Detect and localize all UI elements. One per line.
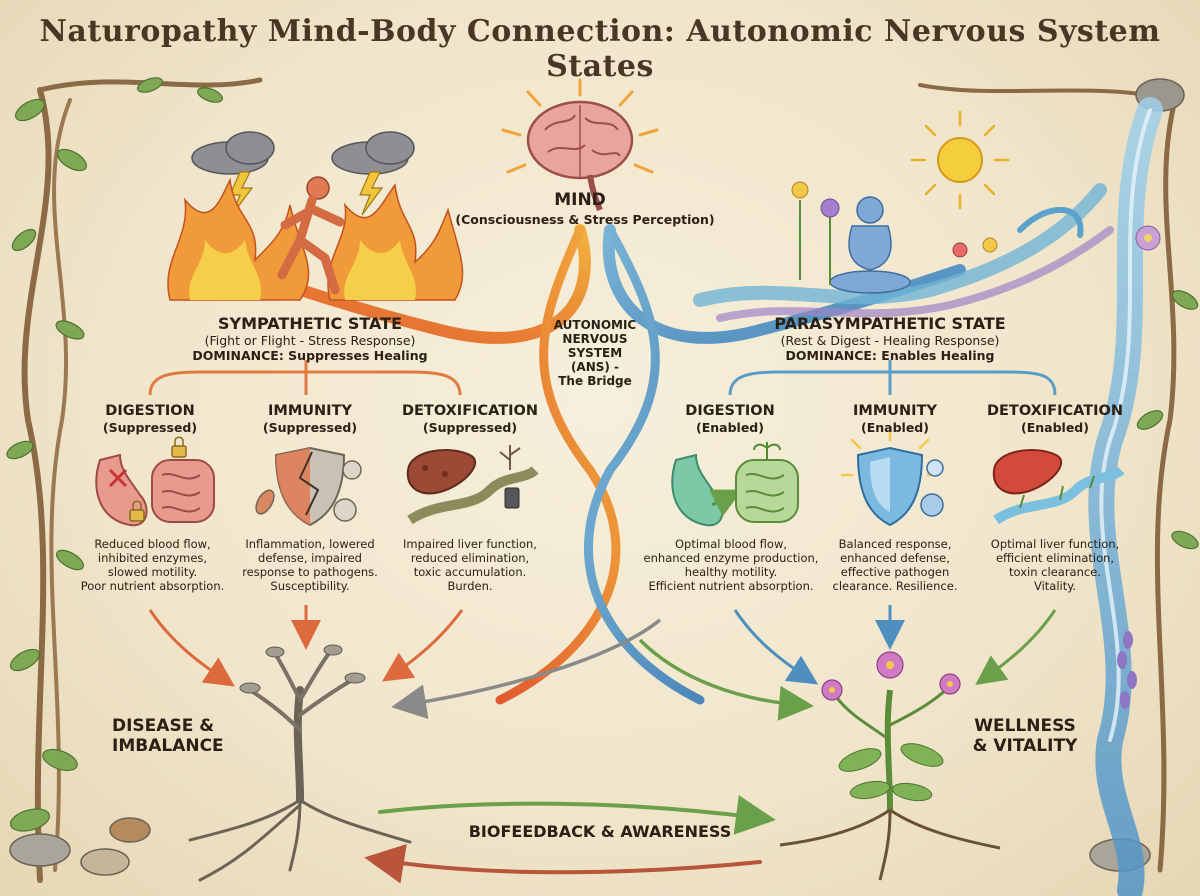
parasympathetic-dominance: DOMINANCE: Enables Healing: [785, 348, 995, 363]
leaf-icon: [6, 77, 1199, 832]
healthy-stomach-icon: [671, 453, 743, 527]
waterfall-icon: [1088, 97, 1163, 896]
glowing-shield-icon: [840, 428, 940, 527]
sympathetic-state-subtitle: (Fight or Flight - Stress Response): [204, 333, 416, 348]
neutralized-pathogen-icon: [920, 459, 944, 517]
ans-bridge-label: AUTONOMIC NERVOUS SYSTEM (ANS) - The Bri…: [553, 318, 637, 388]
fire-icon: [167, 177, 464, 301]
ans-to-disease-arrow: [391, 618, 662, 720]
parasympathetic-connector: [728, 360, 1057, 396]
brain-icon: [501, 78, 659, 212]
cracked-shield-icon: [274, 446, 346, 527]
sympathetic-immunity-heading: IMMUNITY (Suppressed): [262, 403, 358, 435]
parasympathetic-detoxification-heading: DETOXIFICATION (Enabled): [986, 403, 1123, 435]
biofeedback-awareness-label: BIOFEEDBACK & AWARENESS: [468, 822, 732, 841]
pathogen-icon: [255, 460, 362, 522]
parasympathetic-state-subtitle: (Rest & Digest - Healing Response): [780, 333, 1000, 348]
healing-arrows: [733, 605, 905, 685]
sympathetic-detoxification-description: Impaired liver function, reduced elimina…: [403, 537, 537, 593]
page-title: Naturopathy Mind-Body Connection: Autono…: [39, 14, 1161, 84]
polluted-stream-icon: [407, 445, 539, 525]
wellness-vitality-label: WELLNESS & VITALITY: [972, 716, 1078, 756]
flowering-plant-icon: [779, 651, 1001, 881]
damaged-liver-icon: [406, 449, 477, 495]
vine-border-icon: [21, 77, 1178, 883]
sun-icon: [910, 110, 1010, 210]
parasympathetic-immunity-description: Balanced response, enhanced defense, eff…: [832, 537, 958, 593]
meditating-figure-icon: [829, 196, 911, 294]
sympathetic-detoxification-heading: DETOXIFICATION (Suppressed): [401, 403, 538, 435]
sympathetic-digestion-description: Reduced blood flow, inhibited enzymes, s…: [80, 537, 225, 593]
mind-label: MIND: [554, 190, 606, 210]
sympathetic-digestion-heading: DIGESTION (Suppressed): [102, 403, 198, 435]
sympathetic-dominance: DOMINANCE: Suppresses Healing: [192, 348, 428, 363]
sympathetic-connector: [148, 360, 462, 396]
sympathetic-state-title: SYMPATHETIC STATE: [217, 314, 403, 333]
suppression-arrows: [148, 605, 464, 687]
sympathetic-immunity-description: Inflammation, lowered defense, impaired …: [242, 537, 378, 593]
mind-subtitle: (Consciousness & Stress Perception): [455, 212, 715, 227]
lightning-icon: [229, 171, 384, 216]
parasympathetic-detoxification-description: Optimal liver function, efficient elimin…: [990, 537, 1120, 593]
intestine-icon: [151, 459, 215, 523]
running-figure-icon: [277, 176, 345, 295]
padlock-icon: [129, 436, 187, 522]
flower-icon: [791, 181, 998, 285]
clear-stream-icon: [993, 466, 1125, 525]
parasympathetic-digestion-description: Optimal blood flow, enhanced enzyme prod…: [643, 537, 819, 593]
ans-to-wellness-arrow: [638, 638, 814, 721]
parasympathetic-state-title: PARASYMPATHETIC STATE: [774, 314, 1006, 333]
lavender-icon: [1117, 225, 1161, 709]
healthy-intestine-icon: [735, 442, 799, 523]
storm-cloud-icon: [191, 131, 415, 175]
vitality-arrow: [975, 609, 1057, 686]
stomach-icon: [95, 453, 148, 527]
parasympathetic-immunity-heading: IMMUNITY (Enabled): [853, 403, 937, 435]
healthy-liver-icon: [992, 449, 1063, 495]
withered-tree-icon: [188, 644, 412, 882]
parasympathetic-digestion-heading: DIGESTION (Enabled): [685, 403, 775, 435]
water-wave-icon: [693, 183, 1114, 322]
biofeedback-loop: [364, 795, 776, 884]
disease-imbalance-label: DISEASE & IMBALANCE: [112, 716, 224, 756]
